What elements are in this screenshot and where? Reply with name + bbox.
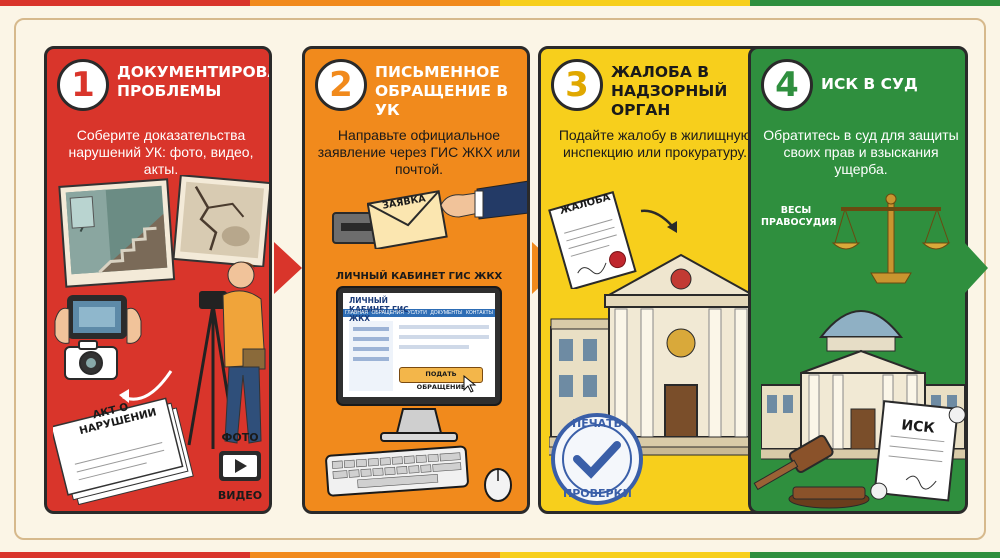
screen-tab[interactable]: Главная bbox=[345, 310, 368, 316]
verification-stamp-icon bbox=[551, 413, 643, 505]
step-panel-4: 4 Иск в суд Обратитесь в суд для защиты … bbox=[748, 46, 968, 514]
damaged-stairwell-photo bbox=[58, 178, 176, 288]
step-description-1: Соберите доказательства нарушений УК: фо… bbox=[68, 127, 254, 177]
step-number-1: 1 bbox=[57, 59, 109, 111]
step-description-3: Подайте жалобу в жилищную инспекцию или … bbox=[558, 127, 752, 160]
step-number-4: 4 bbox=[761, 59, 813, 111]
complaint-document-icon bbox=[548, 191, 637, 289]
step-number-2: 2 bbox=[315, 59, 367, 111]
envelope-icon bbox=[367, 190, 448, 249]
mouse-icon bbox=[484, 468, 512, 502]
step-description-4: Обратитесь в суд для защиты своих прав и… bbox=[763, 127, 959, 177]
act-document-stack bbox=[53, 397, 194, 505]
photographer-with-tripod-icon bbox=[187, 261, 266, 449]
step-panel-2: 2 Письменное обращение в УК Направьте оф… bbox=[302, 46, 530, 514]
submit-appeal-button[interactable]: Подать обращение bbox=[399, 367, 483, 391]
video-play-icon bbox=[219, 451, 261, 481]
gavel-icon bbox=[753, 434, 870, 509]
government-building-icon bbox=[549, 253, 761, 456]
cursor-icon bbox=[463, 375, 477, 393]
stamp-top-label: Печать bbox=[571, 417, 622, 430]
hands-with-camera-icon bbox=[54, 295, 142, 344]
stamp-bottom-label: проверки bbox=[563, 487, 632, 500]
top-color-border bbox=[0, 0, 1000, 6]
curved-arrow-icon bbox=[640, 209, 677, 233]
step-title-1: Документирование проблемы bbox=[117, 63, 269, 100]
step-title-4: Иск в суд bbox=[821, 75, 918, 93]
step-arrow-4 bbox=[964, 242, 988, 294]
scales-label: Весы правосудия bbox=[761, 205, 837, 228]
step-arrow-1 bbox=[274, 242, 302, 294]
cracked-wall-photo bbox=[173, 175, 269, 267]
scales-of-justice-icon bbox=[831, 193, 951, 284]
step-panel-3: 3 Жалоба в надзорный орган Подайте жалоб… bbox=[538, 46, 766, 514]
hand-with-envelope-icon bbox=[440, 180, 527, 220]
screen-tab[interactable]: Контакты bbox=[466, 310, 493, 316]
screen-title: Личный кабинет ГИС ЖКХ bbox=[349, 296, 409, 323]
step-title-3: Жалоба в надзорный орган bbox=[611, 63, 728, 119]
step-number-3: 3 bbox=[551, 59, 603, 111]
screen-tab[interactable]: Услуги bbox=[407, 310, 427, 316]
step-title-2: Письменное обращение в УК bbox=[375, 63, 509, 119]
camera-icon bbox=[64, 340, 118, 380]
curved-arrow-icon bbox=[119, 370, 173, 403]
screen-tab[interactable]: Обращения bbox=[371, 310, 404, 316]
keyboard-icon bbox=[325, 445, 469, 497]
bottom-color-border bbox=[0, 552, 1000, 558]
photo-label: Фото bbox=[221, 431, 259, 444]
step-description-2: Направьте официальное заявление через ГИ… bbox=[317, 127, 521, 177]
lawsuit-scroll-icon bbox=[870, 400, 965, 502]
screen-tabs: Главная Обращения Услуги Документы Конта… bbox=[345, 310, 493, 317]
screen-tab[interactable]: Документы bbox=[430, 310, 463, 316]
video-label: Видео bbox=[217, 489, 263, 502]
step-panel-1: 1 Документирование проблемы Соберите док… bbox=[44, 46, 272, 514]
cabinet-caption: Личный кабинет ГИС ЖКХ bbox=[335, 271, 503, 282]
